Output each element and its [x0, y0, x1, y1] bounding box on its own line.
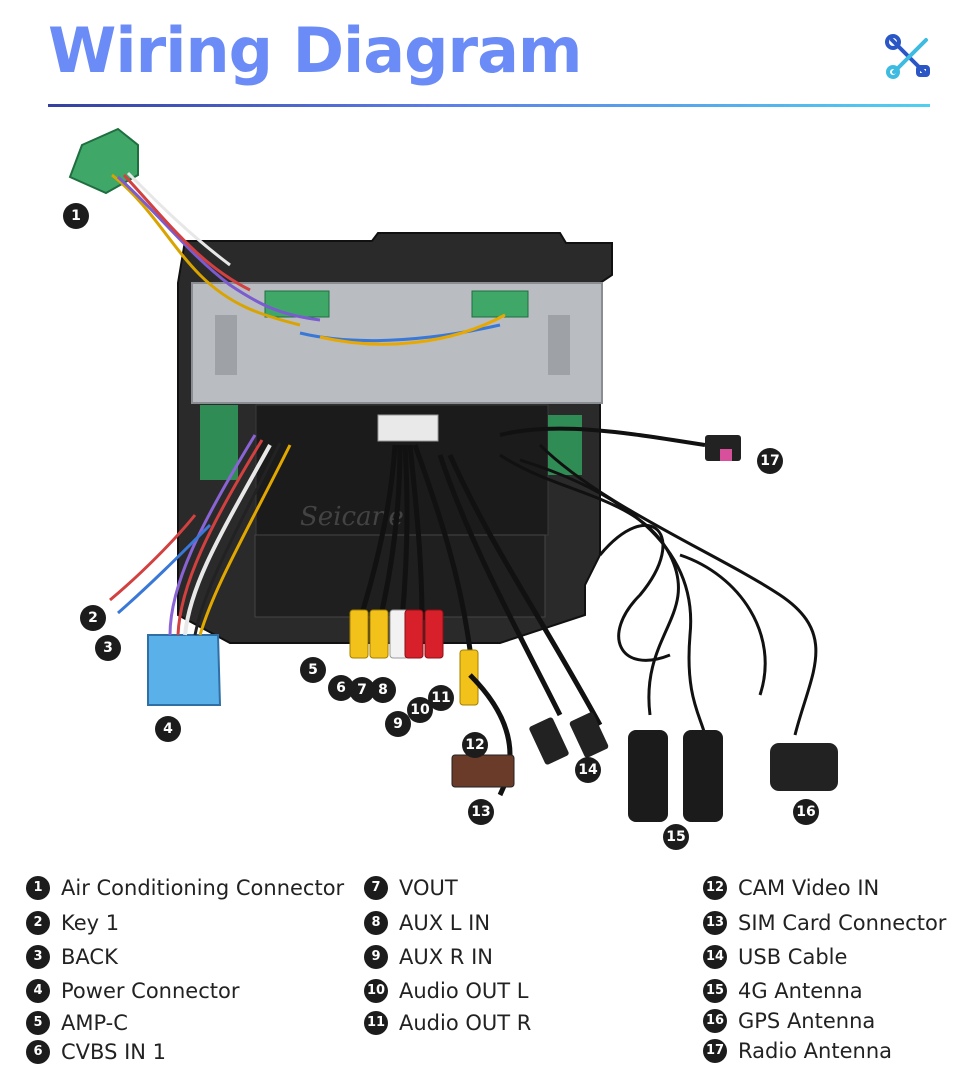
- legend-number: 4: [26, 979, 50, 1003]
- ac-connector: [68, 127, 506, 346]
- legend-number: 10: [364, 979, 388, 1003]
- legend-label: AUX L IN: [399, 911, 491, 935]
- legend-number: 8: [364, 911, 388, 935]
- legend-label: AUX R IN: [399, 945, 493, 969]
- callout-markers: 1 2 3 4 5 6 7 8 9 10 11 12 13 14 15 16 1…: [63, 203, 819, 850]
- wiring-photo: Seicane: [63, 127, 838, 850]
- legend-label: Audio OUT R: [399, 1011, 532, 1035]
- legend-number: 12: [703, 876, 727, 900]
- legend-item: 2 Key 1: [26, 908, 119, 938]
- legend-number: 7: [364, 876, 388, 900]
- legend-item: 1 Air Conditioning Connector: [26, 873, 344, 903]
- title-divider: [48, 104, 930, 107]
- legend-item: 17 Radio Antenna: [703, 1036, 892, 1066]
- legend-number: 16: [703, 1009, 727, 1033]
- radio-antenna: [499, 426, 741, 461]
- legend-item: 10 Audio OUT L: [364, 976, 528, 1006]
- callout-15: 15: [663, 824, 689, 850]
- callout-8: 8: [370, 677, 396, 703]
- legend-item: 11 Audio OUT R: [364, 1008, 531, 1038]
- legend-number: 2: [26, 911, 50, 935]
- legend-number: 17: [703, 1039, 727, 1063]
- legend-label: Audio OUT L: [399, 979, 529, 1003]
- legend-item: 5 AMP-C: [26, 1008, 128, 1038]
- callout-7: 7: [349, 677, 375, 703]
- legend-label: SIM Card Connector: [738, 911, 947, 935]
- 4g-antennas: [499, 453, 723, 822]
- legend-number: 1: [26, 876, 50, 900]
- callout-17: 17: [757, 448, 783, 474]
- legend-number: 3: [26, 945, 50, 969]
- legend-label: 4G Antenna: [738, 979, 863, 1003]
- legend-item: 9 AUX R IN: [364, 942, 493, 972]
- callout-9: 9: [385, 711, 411, 737]
- callout-3: 3: [95, 635, 121, 661]
- legend-number: 5: [26, 1011, 50, 1035]
- callout-1: 1: [63, 203, 89, 229]
- legend-item: 13 SIM Card Connector: [703, 908, 946, 938]
- legend-label: GPS Antenna: [738, 1009, 876, 1033]
- legend-item: 16 GPS Antenna: [703, 1006, 875, 1036]
- legend-number: 9: [364, 945, 388, 969]
- gps-antenna: [538, 443, 838, 791]
- legend-label: Key 1: [61, 911, 120, 935]
- callout-5: 5: [300, 657, 326, 683]
- legend-label: Radio Antenna: [738, 1039, 893, 1063]
- legend-number: 13: [703, 911, 727, 935]
- legend-label: VOUT: [399, 876, 458, 900]
- usb-sim-cables: [437, 453, 609, 797]
- legend-item: 6 CVBS IN 1: [26, 1037, 166, 1067]
- callout-14: 14: [575, 757, 601, 783]
- legend-number: 15: [703, 979, 727, 1003]
- legend-item: 3 BACK: [26, 942, 118, 972]
- callout-16: 16: [793, 799, 819, 825]
- legend-label: USB Cable: [738, 945, 848, 969]
- power-connector: [109, 434, 292, 706]
- legend-item: 15 4G Antenna: [703, 976, 863, 1006]
- page-title: Wiring Diagram: [48, 14, 583, 87]
- callout-2: 2: [80, 605, 106, 631]
- legend-item: 7 VOUT: [364, 873, 458, 903]
- callout-13: 13: [468, 799, 494, 825]
- tools-icon: [885, 34, 930, 79]
- legend-number: 11: [364, 1011, 388, 1035]
- legend-label: Power Connector: [61, 979, 240, 1003]
- callout-11: 11: [428, 685, 454, 711]
- legend-label: CAM Video IN: [738, 876, 880, 900]
- legend-item: 8 AUX L IN: [364, 908, 490, 938]
- legend-number: 6: [26, 1040, 50, 1064]
- legend-label: AMP-C: [61, 1011, 128, 1035]
- legend-label: BACK: [61, 945, 118, 969]
- legend-item: 14 USB Cable: [703, 942, 847, 972]
- callout-12: 12: [462, 732, 488, 758]
- legend-item: 4 Power Connector: [26, 976, 239, 1006]
- legend-label: CVBS IN 1: [61, 1040, 167, 1064]
- legend-number: 14: [703, 945, 727, 969]
- legend-item: 12 CAM Video IN: [703, 873, 879, 903]
- legend-label: Air Conditioning Connector: [61, 876, 345, 900]
- callout-4: 4: [155, 716, 181, 742]
